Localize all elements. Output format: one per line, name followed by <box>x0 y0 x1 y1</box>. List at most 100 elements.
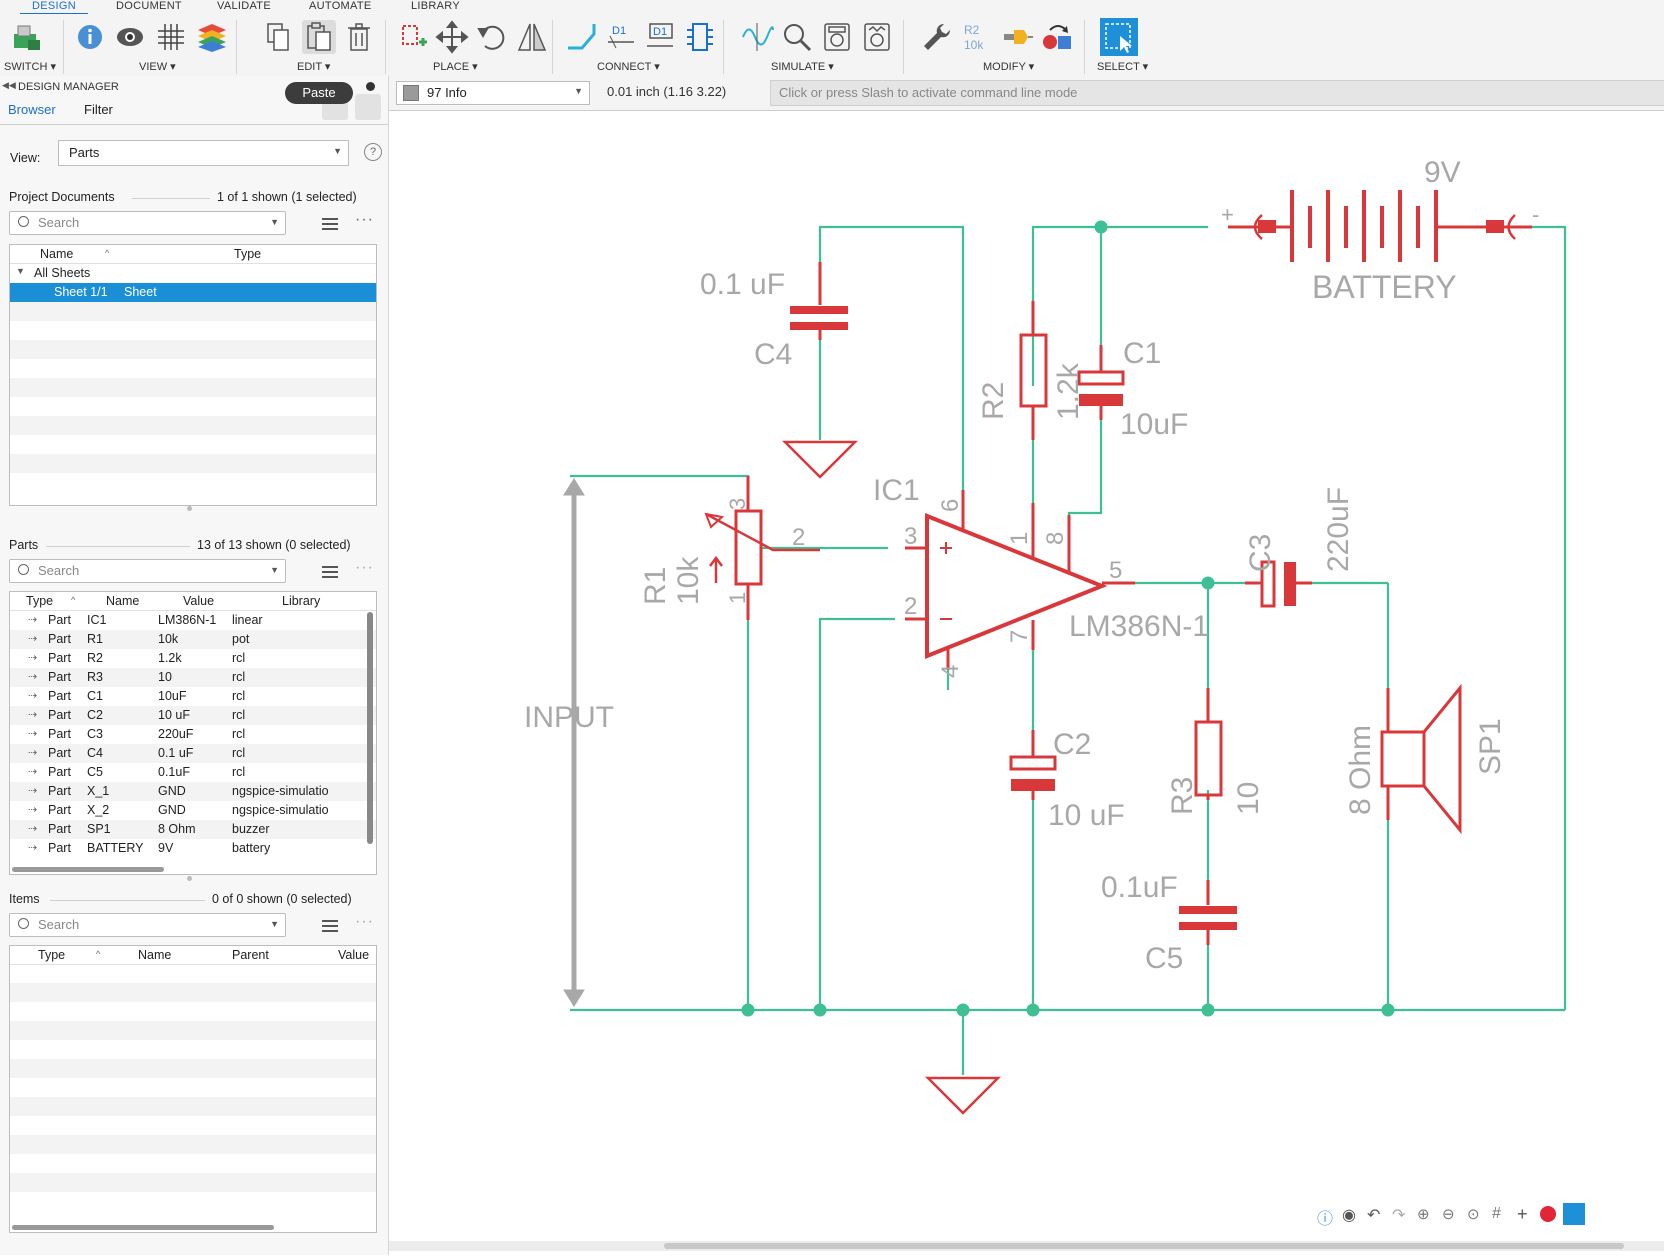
resize-handle[interactable] <box>187 876 192 881</box>
column-library[interactable]: Library <box>282 594 321 608</box>
waveform-icon[interactable] <box>740 20 774 54</box>
tab-validate[interactable]: VALIDATE <box>217 0 271 12</box>
horizontal-scrollbar[interactable] <box>12 1225 274 1230</box>
undo-icon[interactable]: ↶ <box>1367 1207 1381 1224</box>
redo-icon[interactable]: ↷ <box>1392 1207 1406 1224</box>
project-documents-search[interactable]: Search ▼ <box>9 211 286 235</box>
zoom-in-icon[interactable]: ⊕ <box>1417 1206 1430 1223</box>
tab-design[interactable]: DESIGN <box>20 0 88 15</box>
tab-browser[interactable]: Browser <box>8 102 56 117</box>
canvas-horizontal-scrollbar[interactable] <box>389 1241 1664 1251</box>
stop-icon[interactable] <box>1540 1206 1556 1222</box>
rotate-icon[interactable] <box>475 20 509 54</box>
simulate-label[interactable]: SIMULATE ▾ <box>771 61 834 73</box>
column-type[interactable]: Type <box>38 948 66 962</box>
eye-icon[interactable]: ◉ <box>1342 1207 1356 1224</box>
zoom-tool-icon[interactable] <box>355 94 381 120</box>
sheet-row[interactable]: Sheet 1/1 Sheet <box>10 283 376 302</box>
info-icon[interactable] <box>73 20 107 54</box>
net-icon[interactable] <box>564 20 598 54</box>
connect-plug-icon[interactable] <box>1000 20 1034 54</box>
view-label[interactable]: VIEW ▾ <box>139 61 176 73</box>
column-name[interactable]: Name <box>106 594 140 608</box>
grid-icon[interactable] <box>154 20 188 54</box>
paste-icon[interactable] <box>302 20 336 54</box>
wrench-icon[interactable] <box>920 20 954 54</box>
tab-automate[interactable]: AUTOMATE <box>309 0 372 12</box>
info-icon[interactable]: ⓘ <box>1317 1211 1334 1228</box>
connect-label[interactable]: CONNECT ▾ <box>597 61 660 73</box>
mirror-icon[interactable] <box>515 20 549 54</box>
column-value[interactable]: Value <box>183 594 215 608</box>
scrollbar-thumb[interactable] <box>664 1243 1624 1249</box>
list-options-icon[interactable] <box>322 920 338 932</box>
more-icon[interactable]: ··· <box>355 211 374 228</box>
switch-label[interactable]: SWITCH ▾ <box>4 61 56 73</box>
add-part-icon[interactable] <box>395 20 429 54</box>
close-panel-icon[interactable] <box>366 82 375 91</box>
tree-group-row[interactable]: ▼ All Sheets <box>10 264 376 283</box>
resize-handle[interactable] <box>187 506 192 511</box>
horizontal-scrollbar[interactable] <box>12 867 164 872</box>
tab-filter[interactable]: Filter <box>84 102 113 117</box>
collapse-icon[interactable]: ◀◀ <box>2 80 16 90</box>
label-icon[interactable]: D1 <box>643 20 677 54</box>
items-search[interactable]: Search ▼ <box>9 913 286 937</box>
column-type[interactable]: Type <box>234 247 262 261</box>
column-name[interactable]: Name <box>40 247 74 261</box>
view-select[interactable]: Parts ▼ <box>58 140 349 166</box>
replace-icon[interactable] <box>1040 20 1074 54</box>
place-label[interactable]: PLACE ▾ <box>433 61 478 73</box>
column-value[interactable]: Value <box>338 948 370 962</box>
modify-label[interactable]: MODIFY ▾ <box>983 61 1035 73</box>
list-options-icon[interactable] <box>322 566 338 578</box>
help-icon[interactable]: ? <box>364 143 382 161</box>
parts-search[interactable]: Search ▼ <box>9 559 286 583</box>
expand-triangle-icon[interactable]: ▼ <box>16 266 25 276</box>
more-icon[interactable]: ··· <box>355 913 374 930</box>
select-icon[interactable] <box>1100 18 1138 56</box>
vertical-scrollbar[interactable] <box>367 612 373 844</box>
command-line-input[interactable]: Click or press Slash to activate command… <box>770 80 1664 106</box>
tab-document[interactable]: DOCUMENT <box>116 0 182 12</box>
tab-library[interactable]: LIBRARY <box>411 0 460 12</box>
bus-icon[interactable] <box>683 20 717 54</box>
grid-icon[interactable]: # <box>1492 1205 1501 1222</box>
delete-icon[interactable] <box>342 20 376 54</box>
switch-board-icon[interactable] <box>10 20 44 54</box>
scope-icon[interactable] <box>860 20 894 54</box>
column-type[interactable]: Type <box>26 594 54 608</box>
layer-select[interactable]: 97 Info ▼ <box>396 81 590 105</box>
layers-icon[interactable] <box>195 20 229 54</box>
add-icon[interactable]: + <box>1517 1204 1528 1224</box>
probe-icon[interactable] <box>780 20 814 54</box>
zoom-fit-icon[interactable]: ⊙ <box>1467 1206 1480 1223</box>
more-icon[interactable]: ··· <box>355 559 374 576</box>
column-parent[interactable]: Parent <box>232 948 269 962</box>
select-label[interactable]: SELECT ▾ <box>1097 61 1149 73</box>
meter-icon[interactable] <box>820 20 854 54</box>
name-icon[interactable]: D1 <box>604 20 638 54</box>
schematic-canvas[interactable]: 0.1 uF C4 9V BATTERY + - R2 1.2k C1 10uF… <box>389 111 1664 1255</box>
zoom-out-icon[interactable]: ⊖ <box>1442 1206 1455 1223</box>
column-name[interactable]: Name <box>138 948 172 962</box>
list-options-icon[interactable] <box>322 218 338 230</box>
eye-icon[interactable] <box>113 20 147 54</box>
move-icon[interactable] <box>435 20 469 54</box>
select-icon[interactable] <box>1563 1203 1585 1225</box>
copy-icon[interactable] <box>262 20 296 54</box>
